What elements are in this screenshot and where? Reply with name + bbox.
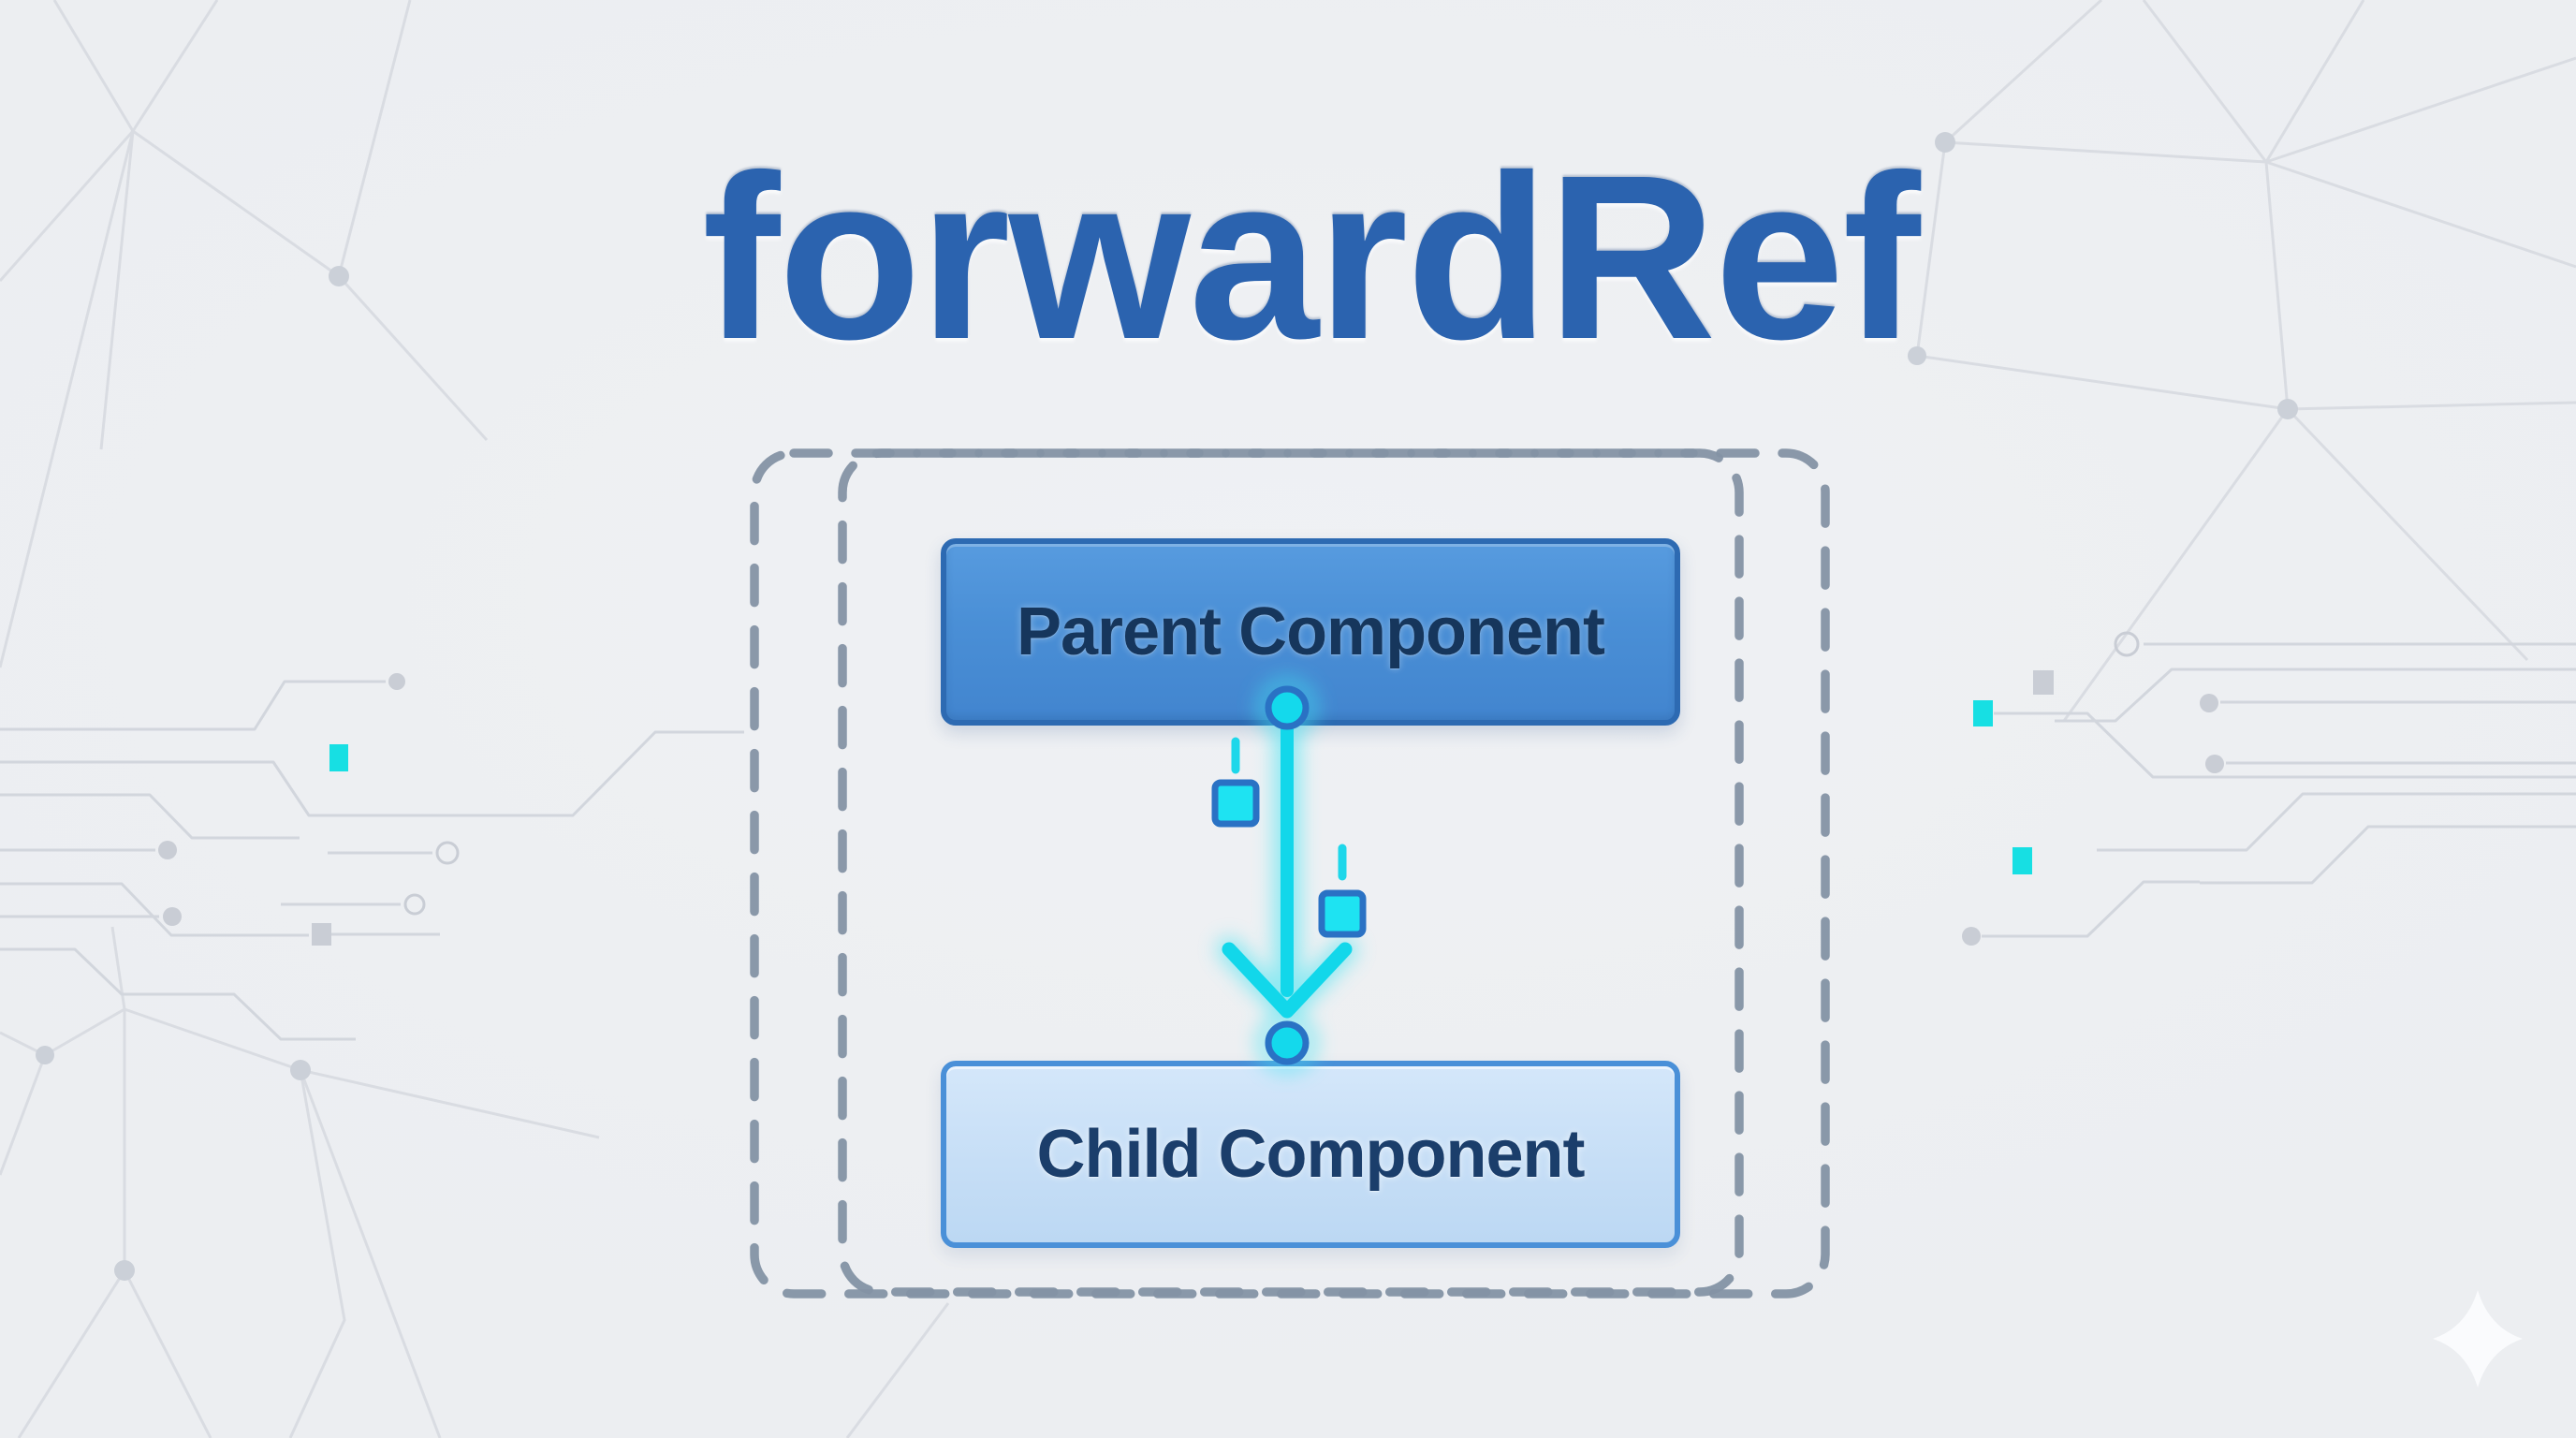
network-node-dot xyxy=(329,266,349,286)
connector-dot-bottom xyxy=(1265,1020,1310,1065)
circuit-gray-square xyxy=(312,923,331,946)
circuit-pattern-left xyxy=(0,673,744,1041)
network-node-dot xyxy=(1908,346,1926,365)
network-node-dot xyxy=(36,1046,54,1064)
dashed-inner-boundary xyxy=(838,448,1744,1297)
circuit-ring-node xyxy=(403,893,426,916)
circuit-ring-node xyxy=(435,841,460,865)
cyan-accent-square xyxy=(2012,847,2032,874)
sparkle-star-icon xyxy=(2433,1290,2523,1387)
arrow-down-icon xyxy=(1222,719,1353,1019)
data-packet-square-1 xyxy=(1211,779,1260,828)
page-title: forwardRef xyxy=(702,126,1921,388)
network-pattern-bottom-left xyxy=(0,926,950,1438)
circuit-gray-square xyxy=(2033,670,2054,695)
connector-dot-top xyxy=(1265,685,1310,730)
child-component-label: Child Component xyxy=(1036,1117,1586,1192)
parent-component-label: Parent Component xyxy=(1016,594,1605,669)
network-pattern-top-right xyxy=(1908,0,2576,722)
network-node-dot xyxy=(2277,399,2298,419)
network-node-dot xyxy=(114,1260,135,1281)
circuit-ring-node xyxy=(2114,631,2140,657)
data-packet-square-2 xyxy=(1318,889,1367,938)
network-pattern-top-left xyxy=(0,0,489,668)
cyan-accent-square xyxy=(329,744,348,771)
child-component-box: Child Component xyxy=(941,1061,1680,1248)
cyan-accent-square xyxy=(1973,700,1993,726)
network-node-dot xyxy=(1935,132,1955,153)
network-node-dot xyxy=(290,1060,311,1080)
circuit-pattern-right xyxy=(1962,631,2576,946)
